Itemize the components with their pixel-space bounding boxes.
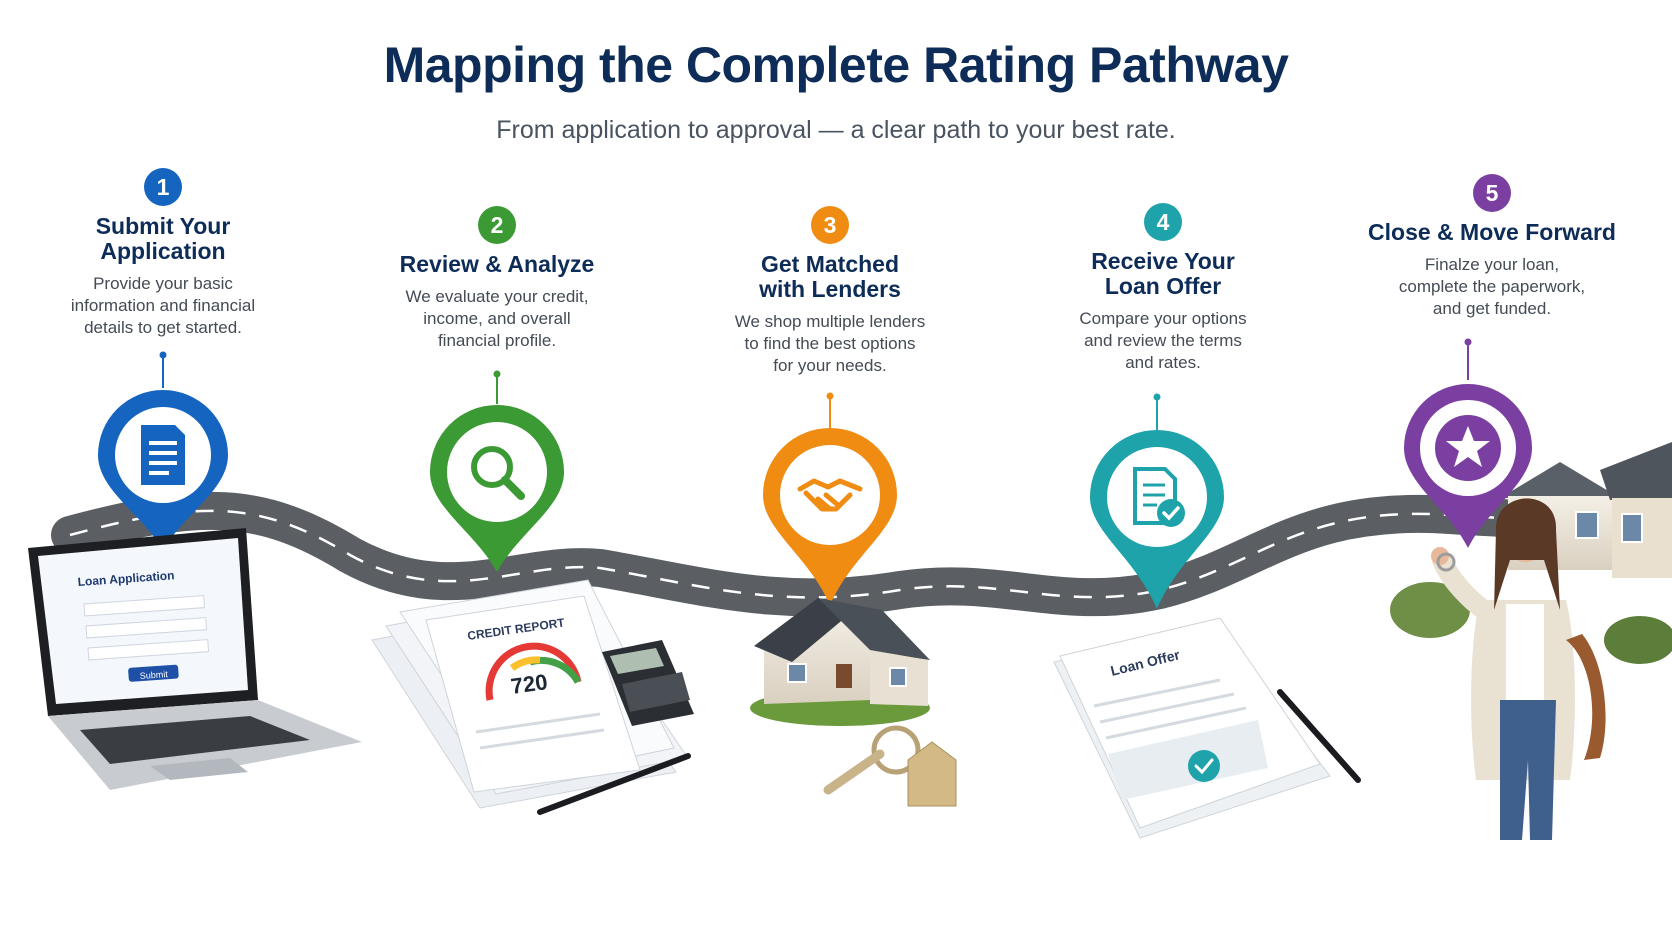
star-icon (1435, 415, 1501, 481)
credit-score: 720 (509, 669, 549, 699)
handshake-icon (797, 478, 863, 512)
homeowner-woman-illustration (1431, 498, 1606, 840)
laptop-title: Loan Application (77, 568, 175, 589)
house-keys-illustration (750, 598, 957, 807)
step-5: 5 Close & Move Forward Finalze your loan… (1357, 174, 1627, 320)
step-4-title: Receive Your Loan Offer (1091, 248, 1235, 299)
step-2: 2 Review & Analyze We evaluate your cred… (367, 206, 627, 352)
step-2-description: We evaluate your credit, income, and ove… (405, 287, 589, 350)
credit-report-illustration: CREDIT REPORT 720 (371, 579, 694, 815)
connector-lines (159, 338, 1472, 432)
step-2-title: Review & Analyze (399, 251, 595, 277)
step-1-title: Submit Your Application (95, 213, 231, 264)
pin-2 (430, 405, 564, 572)
page-subtitle: From application to approval — a clear p… (496, 116, 1176, 144)
magnifier-icon (471, 446, 525, 500)
pin-1 (98, 390, 228, 550)
page-title: Mapping the Complete Rating Pathway (383, 37, 1289, 93)
step-1-number: 1 (144, 168, 182, 206)
step-1: 1 Submit Your Application Provide your b… (33, 168, 293, 339)
winding-road (51, 491, 1579, 617)
laptop-illustration: Loan Application Submit (28, 528, 362, 790)
step-3-description: We shop multiple lenders to find the bes… (734, 312, 926, 375)
pin-4 (1090, 430, 1224, 609)
laptop-submit-button: Submit (139, 669, 168, 681)
step-2-number: 2 (478, 206, 516, 244)
pin-3 (763, 428, 897, 605)
step-4-description: Compare your options and review the term… (1079, 309, 1247, 372)
step-5-number: 5 (1473, 174, 1511, 212)
step-5-description: Finalze your loan, complete the paperwor… (1398, 255, 1586, 318)
document-icon (141, 425, 185, 485)
step-3-title: Get Matched with Lenders (759, 251, 901, 302)
step-4-number: 4 (1144, 203, 1182, 241)
step-5-title: Close & Move Forward (1368, 219, 1616, 245)
step-4: 4 Receive Your Loan Offer Compare your o… (1033, 203, 1293, 374)
step-1-description: Provide your basic information and finan… (70, 274, 256, 337)
step-3-number: 3 (811, 206, 849, 244)
step-3: 3 Get Matched with Lenders We shop multi… (700, 206, 960, 377)
calculator-illustration (602, 640, 694, 726)
loan-offer-illustration: Loan Offer (1053, 617, 1361, 839)
pin-5 (1404, 384, 1532, 548)
approved-document-icon (1133, 467, 1185, 527)
